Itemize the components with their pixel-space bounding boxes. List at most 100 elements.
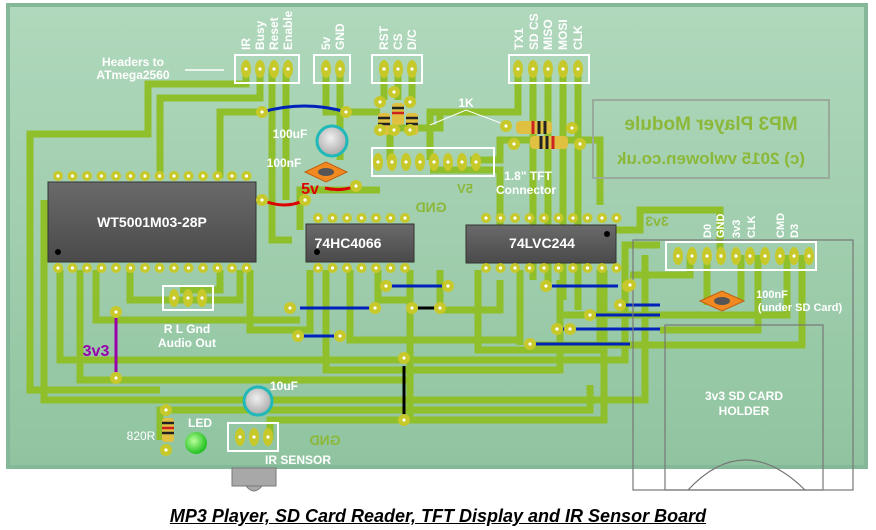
ir-pad-hole	[252, 435, 256, 439]
header-pad-hole	[546, 67, 550, 71]
chip-pin-hole	[201, 266, 205, 270]
tft-pad-hole	[432, 160, 436, 164]
tft-pad-hole	[474, 160, 478, 164]
via-hole	[303, 198, 307, 202]
header-pad-hole	[396, 67, 400, 71]
sd-card-holder	[632, 239, 854, 491]
ir-sensor-body	[231, 467, 277, 487]
headers-label-line2: ATmega2560	[96, 68, 169, 82]
sd-header-pad-hole	[690, 254, 694, 258]
sd-header-outline	[665, 241, 817, 271]
sd-cap-label-line2: (under SD Card)	[758, 302, 843, 314]
capacitor-100uf-label: 100uF	[273, 127, 308, 141]
chip-pin-hole	[513, 266, 517, 270]
led	[185, 432, 207, 454]
via-hole	[114, 376, 118, 380]
header-pad-hole	[286, 67, 290, 71]
chip-wt5001-label: WT5001M03-28P	[97, 214, 207, 230]
sd-cap-label-line1: 100nF	[756, 289, 788, 301]
via-hole	[588, 313, 592, 317]
chip-pin-hole	[330, 216, 335, 220]
jumper-wire-top	[261, 104, 347, 114]
chip-pin-hole	[316, 266, 320, 270]
chip-pin-hole	[99, 174, 104, 178]
chip-pin-hole	[585, 266, 590, 270]
chip-pin-hole	[359, 216, 364, 220]
chip-pin-hole	[556, 266, 561, 270]
tft-connector-outline	[371, 147, 495, 177]
audio-header-label-line1: R L Gnd	[164, 322, 210, 336]
sd-header-pad-hole	[763, 254, 767, 258]
header-pads	[169, 60, 814, 446]
resistor-820r-label: 820R	[127, 429, 156, 443]
sd-header-pad-hole	[792, 254, 796, 258]
sd-pin-gnd: GND	[715, 214, 727, 239]
pin-label-busy: Busy	[253, 20, 267, 50]
pin-label-tx1: TX1	[512, 28, 526, 50]
chip-pin-hole	[56, 174, 60, 178]
chip-74hc4066: 74HC4066	[305, 223, 415, 263]
chip-74hc4066-label: 74HC4066	[315, 235, 382, 251]
chip-pin-hole	[56, 266, 60, 270]
header-pad-hole	[410, 67, 414, 71]
module-info-box	[592, 99, 830, 179]
header-pad-hole	[338, 67, 342, 71]
audio-pad-hole	[186, 296, 190, 300]
tft-pad-hole	[418, 160, 422, 164]
chip-wt5001-pins	[53, 171, 252, 273]
chip-pin-hole	[359, 266, 364, 270]
via-hole	[384, 284, 388, 288]
ir-sensor-label: IR SENSOR	[265, 453, 331, 467]
chip-pin-hole	[172, 174, 176, 178]
capacitor-100uf	[315, 124, 349, 158]
sd-header-pad-hole	[778, 254, 782, 258]
chip-pin-hole	[600, 216, 604, 220]
chip-pin-hole	[403, 216, 407, 220]
chip-pin-hole	[244, 266, 249, 270]
sd-header-pin-labels: D0 GND 3v3 CLK CMD D3	[702, 213, 801, 238]
sd-pin-d3: D3	[789, 224, 801, 238]
resistors-tft	[378, 103, 418, 135]
chip-pin-hole	[498, 216, 503, 220]
via-hole	[555, 327, 559, 331]
via-hole	[578, 142, 582, 146]
chip-pin-hole	[85, 174, 89, 178]
chip-pin-hole	[513, 216, 517, 220]
via-hole	[260, 110, 264, 114]
via-hole	[354, 184, 358, 188]
header-pin-labels: IR Busy Reset Enable 5v GND RST CS D/C T…	[239, 10, 585, 50]
chip-pin-hole	[70, 174, 75, 178]
pin-label-reset: Reset	[267, 17, 281, 50]
resistor-1k-leader	[429, 109, 507, 126]
chip-pin-hole	[143, 266, 147, 270]
bottom-label-5v: 5V	[457, 181, 473, 196]
via-hole	[402, 418, 406, 422]
via-hole	[544, 284, 548, 288]
capacitor-10uf-label: 10uF	[270, 379, 298, 393]
via-hole	[446, 284, 450, 288]
sd-holder-label-line1: 3v3 SD CARD	[705, 389, 783, 403]
via-hole	[164, 408, 168, 412]
sd-pin-clk: CLK	[746, 215, 758, 238]
jumper-5v-label: 5v	[301, 181, 319, 198]
chip-pin-hole	[186, 266, 191, 270]
via-hole	[164, 448, 168, 452]
audio-pad-hole	[172, 296, 176, 300]
chip-pin-hole	[571, 216, 575, 220]
audio-pad-hole	[200, 296, 204, 300]
chip-pin-hole	[614, 216, 619, 220]
chip-pin-hole	[128, 266, 133, 270]
header-pad-hole	[258, 67, 262, 71]
sd-header-pad-hole	[748, 254, 752, 258]
chip-pin-hole	[542, 266, 546, 270]
jumper-3v3-label: 3v3	[83, 343, 110, 360]
chip-pin-hole	[99, 266, 104, 270]
tft-connector-label-line1: 1.8" TFT	[504, 169, 552, 183]
tft-pad-hole	[446, 160, 450, 164]
chip-74lvc244-pins	[481, 213, 622, 273]
chip-pin-hole	[244, 174, 249, 178]
chip-74lvc244: 74LVC244	[465, 224, 617, 264]
chip-pin-hole	[114, 266, 118, 270]
via-hole	[378, 128, 382, 132]
sd-header-pad-hole	[676, 254, 680, 258]
